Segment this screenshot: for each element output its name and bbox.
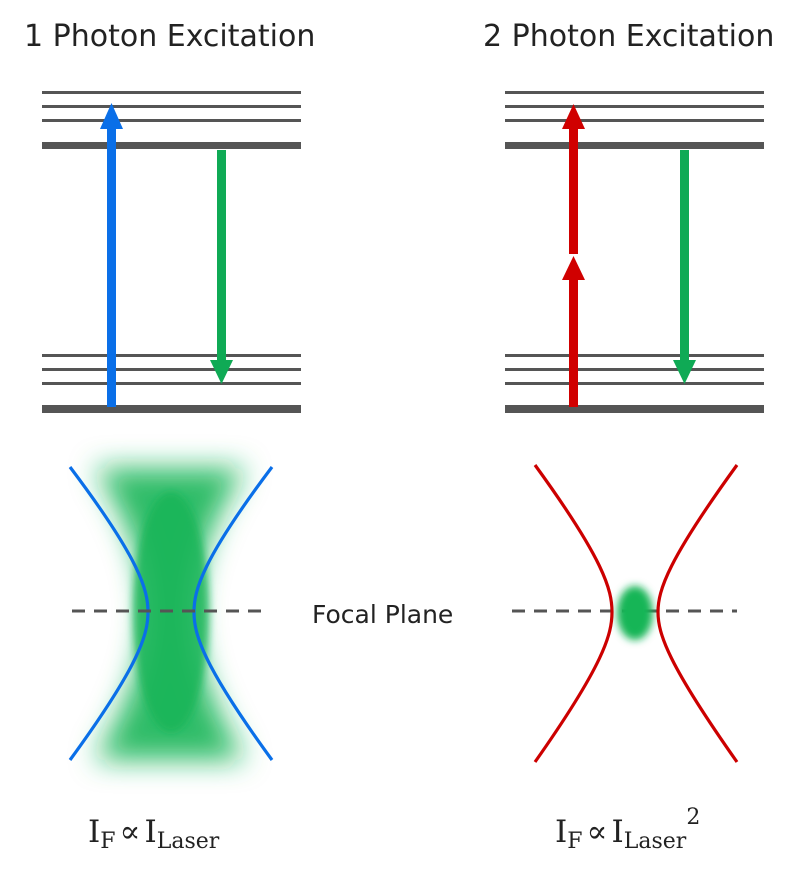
title-one-photon: 1 Photon Excitation (24, 19, 315, 54)
excited-state-level (505, 142, 764, 149)
excited-state-level (42, 142, 301, 149)
beam-profile-right-panel-right-edge (656, 464, 739, 763)
formula-symbol: I (88, 814, 100, 850)
fluorescence-volume-left (95, 468, 245, 760)
beam-profile-right-panel-left-edge (533, 464, 614, 763)
emission-arrow-green-right (673, 150, 696, 384)
excitation-arrow-red-upper (562, 104, 585, 254)
vibrational-level (42, 382, 301, 385)
formula-two-photon: IF∝ILaser2 (555, 805, 700, 854)
formula-relation: ∝ (587, 814, 608, 850)
excitation-arrow-red-lower (562, 256, 585, 407)
fluorescence-spot-right (617, 586, 653, 640)
energy-levels-left (42, 91, 301, 413)
formula-symbol: I (555, 814, 567, 850)
excited-state-levels-right (505, 91, 764, 149)
formula-one-photon: IF∝ILaser (88, 814, 220, 854)
formula-subscript: Laser (157, 829, 220, 854)
emission-arrow-green-left (210, 150, 233, 384)
excitation-arrow-blue (100, 103, 123, 407)
formula-subscript: Laser (624, 829, 687, 854)
excited-state-levels-left (42, 91, 301, 149)
formula-subscript: F (567, 829, 582, 854)
ground-state-level (505, 405, 764, 413)
vibrational-level (42, 105, 301, 108)
focal-plane-label: Focal Plane (312, 600, 453, 629)
title-two-photon: 2 Photon Excitation (483, 19, 774, 54)
vibrational-level (42, 354, 301, 357)
vibrational-level (42, 91, 301, 94)
vibrational-level (505, 91, 764, 94)
formula-relation: ∝ (120, 814, 141, 850)
formula-subscript: F (100, 829, 115, 854)
vibrational-level (505, 354, 764, 357)
vibrational-level (505, 368, 764, 371)
ground-state-levels-left (42, 354, 301, 413)
ground-state-levels-right (505, 354, 764, 413)
vibrational-level (505, 119, 764, 122)
vibrational-level (42, 119, 301, 122)
formula-superscript: 2 (686, 805, 700, 830)
vibrational-level (505, 382, 764, 385)
formula-symbol: I (145, 814, 157, 850)
ground-state-level (42, 405, 301, 413)
vibrational-level (42, 368, 301, 371)
vibrational-level (505, 105, 764, 108)
formula-symbol: I (612, 814, 624, 850)
energy-levels-right (505, 91, 764, 413)
